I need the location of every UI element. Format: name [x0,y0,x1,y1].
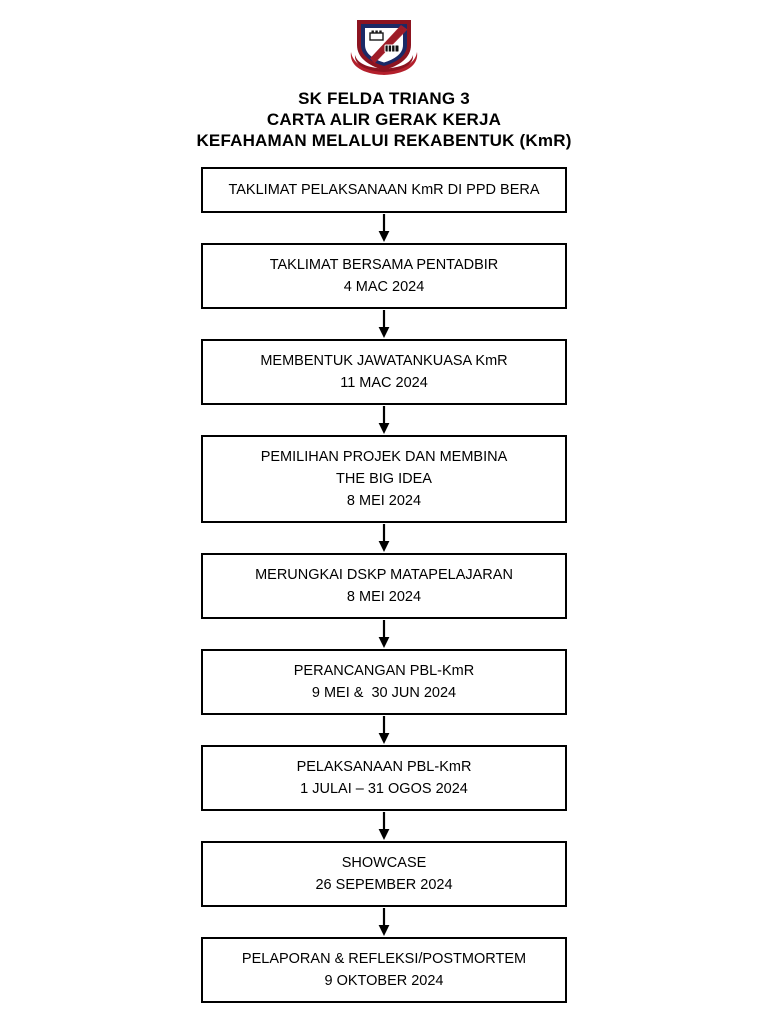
flow-step-line: 9 MEI & 30 JUN 2024 [311,685,457,701]
flow-step-line: 1 JULAI – 31 OGOS 2024 [300,781,468,797]
flow-step-box: TAKLIMAT BERSAMA PENTADBIR 4 MAC 2024 [201,243,567,309]
down-arrow-icon [374,811,394,841]
flow-step-line: 26 SEPEMBER 2024 [315,877,453,893]
title-line-2: CARTA ALIR GERAK KERJA [266,110,502,129]
flow-step-line: 9 OKTOBER 2024 [324,973,444,989]
flow-step-line: MERUNGKAI DSKP MATAPELAJARAN [255,567,513,583]
down-arrow-icon [374,213,394,243]
down-arrow-icon [374,405,394,435]
flowchart: TAKLIMAT PELAKSANAAN KmR DI PPD BERA TAKL… [201,167,567,1003]
flow-step-box: MERUNGKAI DSKP MATAPELAJARAN 8 MEI 2024 [201,553,567,619]
title-line-1: SK FELDA TRIANG 3 [298,89,470,108]
flow-step-box: MEMBENTUK JAWATANKUASA KmR 11 MAC 2024 [201,339,567,405]
flow-step-line: TAKLIMAT BERSAMA PENTADBIR [269,257,499,273]
down-arrow-icon [374,523,394,553]
flow-step-box: TAKLIMAT PELAKSANAAN KmR DI PPD BERA [201,167,567,213]
flow-step-line: THE BIG IDEA [336,471,432,487]
flow-step-line: SHOWCASE [341,855,427,871]
flow-step-box: PERANCANGAN PBL-KmR 9 MEI & 30 JUN 2024 [201,649,567,715]
flow-step-line: 11 MAC 2024 [340,375,428,391]
flow-step-line: PEMILIHAN PROJEK DAN MEMBINA [260,449,508,465]
flow-step-line: PERANCANGAN PBL-KmR [293,663,475,679]
down-arrow-icon [374,309,394,339]
flow-step-line: 4 MAC 2024 [343,279,425,295]
school-crest-icon [350,20,418,75]
flow-step-line: 8 MEI 2024 [346,493,422,509]
flow-step-line: PELAKSANAAN PBL-KmR [296,759,472,775]
flow-step-line: TAKLIMAT PELAKSANAAN KmR DI PPD BERA [228,182,540,198]
flow-step-line: PELAPORAN & REFLEKSI/POSTMORTEM [241,951,527,967]
flow-step-line: 8 MEI 2024 [346,589,422,605]
down-arrow-icon [374,715,394,745]
page-title: SK FELDA TRIANG 3 CARTA ALIR GERAK KERJA… [196,88,571,151]
title-line-3: KEFAHAMAN MELALUI REKABENTUK (KmR) [196,131,572,150]
flow-step-line: MEMBENTUK JAWATANKUASA KmR [260,353,508,369]
flow-step-box: PEMILIHAN PROJEK DAN MEMBINA THE BIG IDEA… [201,435,567,523]
down-arrow-icon [374,619,394,649]
flow-step-box: PELAKSANAAN PBL-KmR 1 JULAI – 31 OGOS 202… [201,745,567,811]
flow-step-box: PELAPORAN & REFLEKSI/POSTMORTEM 9 OKTOBER… [201,937,567,1003]
school-crest-logo [339,12,429,80]
down-arrow-icon [374,907,394,937]
flow-step-box: SHOWCASE 26 SEPEMBER 2024 [201,841,567,907]
